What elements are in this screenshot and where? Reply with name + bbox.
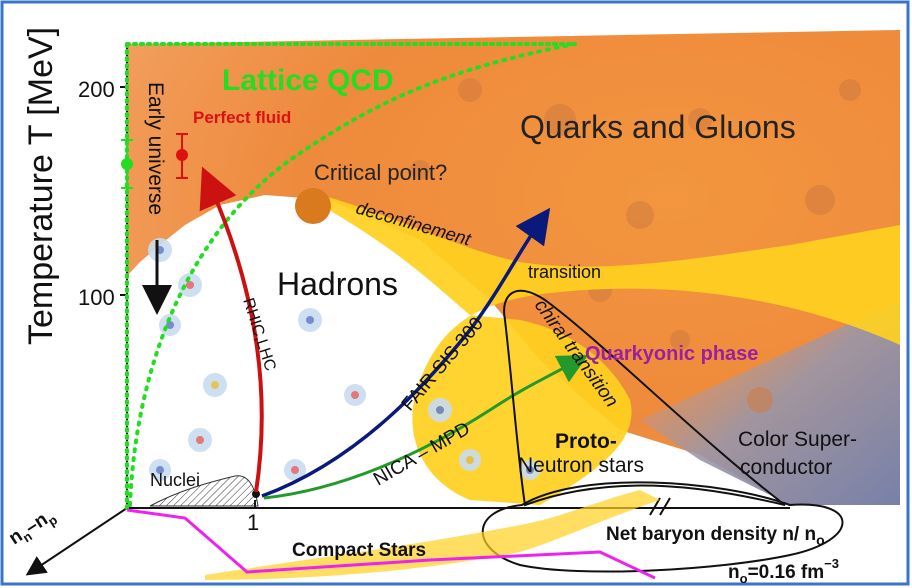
fair-sis300-arrow — [261, 207, 551, 498]
lattice-qcd-label: Lattice QCD — [222, 64, 394, 97]
neutron-excess-axis — [25, 507, 128, 576]
deconfinement-band — [320, 195, 900, 505]
critical-point-label: Critical point? — [314, 160, 447, 185]
y-axis-label: Temperature T [MeV] — [22, 27, 60, 345]
y-tick-label-100: 100 — [78, 285, 115, 310]
proto-neutron-star-contour — [503, 289, 786, 507]
density-note: no=0.16 fm−3 — [728, 556, 839, 586]
color-superconductor-label-2: conductor — [740, 456, 832, 479]
proto-label: Proto- — [555, 430, 617, 453]
perfect-fluid-label: Perfect fluid — [193, 108, 291, 127]
compact-stars-line — [126, 508, 656, 580]
rhic-lhc-arrow — [199, 166, 264, 493]
y-tick-label-200: 200 — [78, 77, 115, 102]
compact-stars-label: Compact Stars — [292, 540, 426, 561]
axis-break-1 — [649, 497, 661, 516]
critical-point-marker — [295, 188, 331, 224]
x-axis-label: Net baryon density n/ no — [606, 524, 825, 548]
nica-mpd-arrow — [263, 354, 589, 500]
qgp-bubbles — [410, 78, 861, 413]
quarks-gluons-label: Quarks and Gluons — [520, 109, 796, 145]
color-superconductor-label-1: Color Super- — [738, 428, 857, 451]
hadrons-label: Hadrons — [277, 266, 398, 302]
hadron-particles — [148, 238, 540, 481]
perfect-fluid-point — [176, 149, 188, 161]
transition-label: transition — [528, 262, 601, 282]
axis-break-2 — [659, 497, 671, 516]
lattice-point — [121, 158, 133, 170]
x-tick-label-1: 1 — [247, 510, 259, 535]
early-universe-label: Early universe — [144, 82, 167, 215]
quarkyonic-label: Quarkyonic phase — [585, 343, 758, 365]
nuclei-label: Nuclei — [150, 470, 200, 490]
neutron-stars-label: Neutron stars — [518, 454, 644, 477]
